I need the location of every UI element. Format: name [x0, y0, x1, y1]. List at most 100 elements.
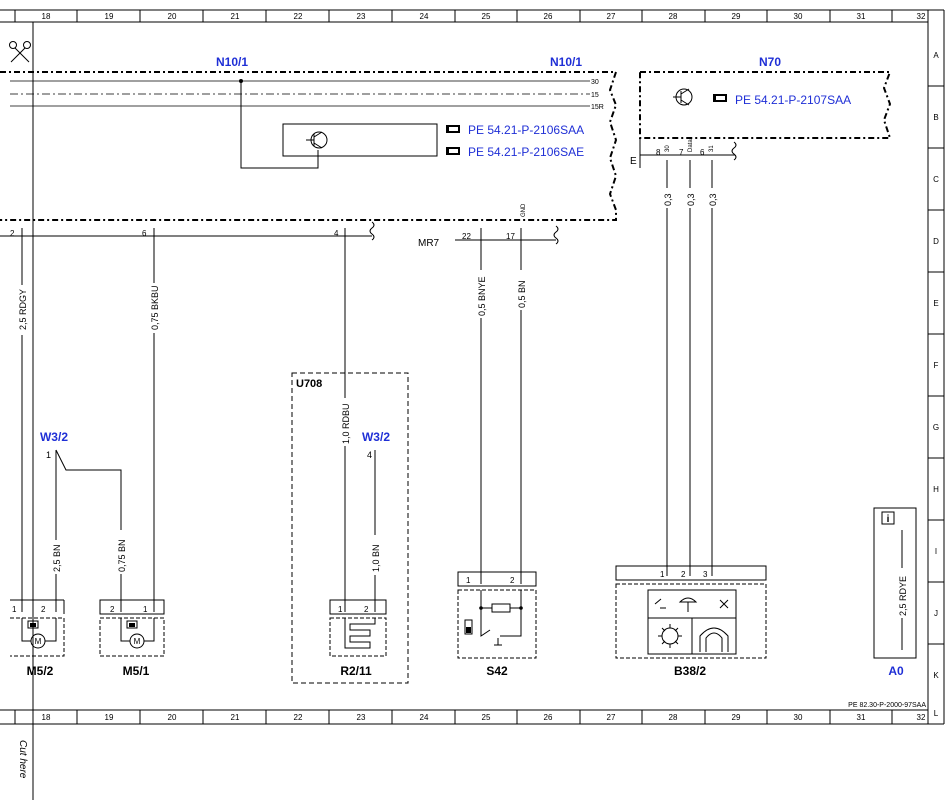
n70-label: N70: [759, 55, 781, 69]
grid-col-label: 23: [357, 12, 366, 21]
wire-label: 0,75 BN: [117, 539, 127, 572]
screen-symbol: [369, 221, 375, 241]
pin-label: 1: [338, 605, 343, 614]
grid-col-label: 23: [357, 713, 366, 722]
pin-label: 2: [10, 229, 15, 238]
n10-1-module-border: [0, 71, 618, 221]
pin-function-label: Data: [688, 139, 694, 152]
pin-label: 2: [681, 570, 686, 579]
b38-2-label: B38/2: [674, 664, 706, 678]
reference-link-2107saa[interactable]: PE 54.21-P-2107SAA: [735, 93, 851, 107]
grid-col-label: 31: [857, 713, 866, 722]
component-b38-2: 1 2 3: [615, 565, 767, 659]
component-m5-1: 2 1: [99, 599, 165, 657]
pin-label: 7: [679, 148, 684, 157]
grid-col-label: 19: [105, 713, 114, 722]
grid-col-label: 20: [168, 713, 177, 722]
pin-label: 8: [656, 148, 661, 157]
a0-label: A0: [888, 664, 904, 678]
wire-label: 0,75 BKBU: [150, 285, 160, 330]
wire-label: 0,5 BNYE: [477, 276, 487, 316]
grid-row-label: A: [933, 51, 939, 60]
grid-col-label: 22: [294, 713, 303, 722]
wire-label: 2,5 RDGY: [18, 289, 28, 330]
grid-col-label: 30: [794, 713, 803, 722]
screen-symbol: [553, 225, 559, 245]
grid-col-label: 26: [544, 713, 553, 722]
reference-link-2106saa[interactable]: PE 54.21-P-2106SAA: [468, 123, 584, 137]
reference-hand-icon: [446, 147, 460, 155]
grid-row-label: J: [934, 609, 938, 618]
pin-label: 4: [367, 450, 372, 460]
pin-label: 1: [12, 605, 17, 614]
grid-columns-top: 18 19 20 21 22 23 24 25 26 27 28 29 30 3…: [42, 12, 926, 21]
reference-hand-icon: [446, 125, 460, 133]
wire-label: 0,3: [663, 193, 673, 206]
pin-label: 2: [364, 605, 369, 614]
pin-label: 6: [142, 229, 147, 238]
e-label: E: [630, 156, 637, 167]
wire-label: 2,5 RDYE: [898, 576, 908, 616]
wire-label: 0,5 BN: [517, 280, 527, 308]
transistor-icon: [306, 131, 328, 149]
grid-col-label: 21: [231, 12, 240, 21]
transistor-icon: [673, 88, 693, 106]
grid-col-label: 27: [607, 713, 616, 722]
grid-rows: A B C D E F G H I J K L: [928, 51, 944, 718]
r2-11-label: R2/11: [340, 664, 372, 678]
grid-row-label: L: [934, 709, 939, 718]
grid-col-label: 19: [105, 12, 114, 21]
pin-label: 17: [506, 232, 515, 241]
grid-col-label: 18: [42, 12, 51, 21]
grid-col-label: 28: [669, 12, 678, 21]
motor-icon: M: [35, 637, 42, 646]
pin-function-label: 31: [709, 145, 715, 152]
ground-w3-2-right: W3/2: [362, 430, 390, 444]
wire-label: 1,0 RDBU: [341, 403, 351, 444]
component-m5-2: 1 2: [10, 599, 65, 657]
grid-col-label: 25: [482, 713, 491, 722]
grid-col-label: 20: [168, 12, 177, 21]
n10-1-internal-box: [282, 123, 438, 157]
pin-label: 6: [700, 148, 705, 157]
component-r2-11: 1 2: [329, 599, 387, 657]
grid-col-label: 27: [607, 12, 616, 21]
wire-label: 0,3: [708, 193, 718, 206]
m5-2-label: M5/2: [27, 664, 54, 678]
grid-row-label: D: [933, 237, 939, 246]
grid-columns-bottom: 18 19 20 21 22 23 24 25 26 27 28 29 30 3…: [42, 713, 926, 722]
reference-link-2106sae[interactable]: PE 54.21-P-2106SAE: [468, 145, 584, 159]
grid-col-label: 25: [482, 12, 491, 21]
grid-col-label: 28: [669, 713, 678, 722]
grid-row-label: K: [933, 671, 939, 680]
grid-col-label: 32: [917, 713, 926, 722]
grid-row-label: B: [933, 113, 938, 122]
n10-1-label-left: N10/1: [216, 55, 248, 69]
component-s42: 1 2: [457, 571, 537, 659]
n10-1-label-right: N10/1: [550, 55, 582, 69]
grid-col-label: 30: [794, 12, 803, 21]
s42-label: S42: [486, 664, 508, 678]
grid-row-label: C: [933, 175, 939, 184]
pin-label: 22: [462, 232, 471, 241]
pin-label: 4: [334, 229, 339, 238]
mr7-label: MR7: [418, 238, 440, 249]
wire-label: 0,3: [686, 193, 696, 206]
bus-label-30: 30: [591, 79, 599, 86]
grid-row-label: H: [933, 485, 939, 494]
pin-label: 1: [46, 450, 51, 460]
grid-col-label: 29: [732, 713, 741, 722]
wire-label: 2,5 BN: [52, 544, 62, 572]
u708-box: [291, 372, 409, 684]
pin-label: 1: [466, 576, 471, 585]
m5-1-label: M5/1: [123, 664, 150, 678]
ground-w3-2-left: W3/2: [40, 430, 68, 444]
wire-internal: [240, 81, 319, 169]
a0-info-box: [873, 507, 917, 659]
wire-label: 1,0 BN: [371, 544, 381, 572]
u708-label: U708: [296, 378, 322, 390]
grid-column-ticks: [14, 10, 893, 724]
scissors-icon: [9, 41, 31, 63]
pin-label: 2: [41, 605, 46, 614]
